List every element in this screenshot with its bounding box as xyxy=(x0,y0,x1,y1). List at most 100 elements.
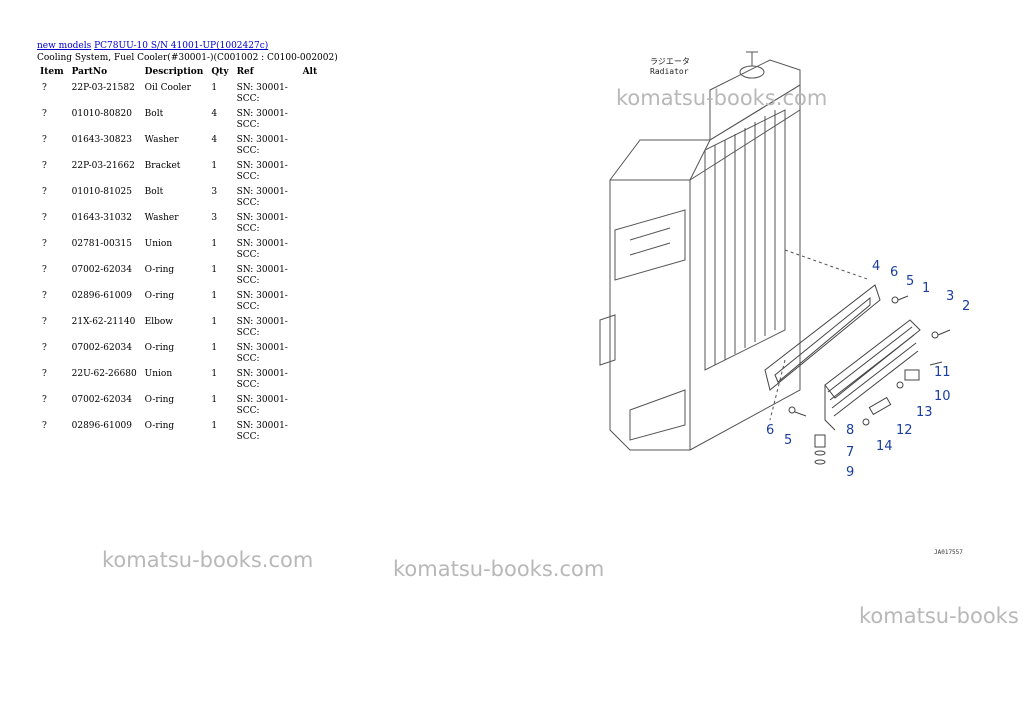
col-description: Description xyxy=(144,67,204,77)
watermark: komatsu-books xyxy=(859,604,1019,628)
table-row: ? 07002-62034 O-ring 1 SN: 30001-SCC: xyxy=(36,343,321,369)
page-header: new models PC78UU-10 S/N 41001-UP(100242… xyxy=(37,40,338,64)
cell-qty: 1 xyxy=(211,343,218,353)
cell-qty: 1 xyxy=(211,291,218,301)
cell-alt xyxy=(299,161,322,187)
cell-item: ? xyxy=(42,317,47,327)
cell-partno: 22P-03-21582 xyxy=(71,83,135,93)
cell-ref: SN: 30001-SCC: xyxy=(236,317,288,338)
cell-description: Elbow xyxy=(144,317,174,327)
callout-12: 12 xyxy=(896,423,913,438)
cell-ref: SN: 30001-SCC: xyxy=(236,161,288,182)
cell-alt xyxy=(299,187,322,213)
col-ref: Ref xyxy=(236,67,254,77)
cell-partno: 02781-00315 xyxy=(71,239,132,249)
callout-6b: 6 xyxy=(766,423,774,438)
cell-description: Bracket xyxy=(144,161,181,171)
cell-description: O-ring xyxy=(144,265,175,275)
model-link[interactable]: PC78UU-10 S/N 41001-UP(1002427c) xyxy=(94,41,269,51)
cell-partno: 07002-62034 xyxy=(71,395,132,405)
cell-ref: SN: 30001-SCC: xyxy=(236,83,288,104)
watermark: komatsu-books.com xyxy=(102,548,314,572)
cell-alt xyxy=(299,83,322,109)
callout-14: 14 xyxy=(876,439,893,454)
cell-ref: SN: 30001-SCC: xyxy=(236,187,288,208)
cell-item: ? xyxy=(42,395,47,405)
callout-5: 5 xyxy=(906,274,914,289)
cell-description: Union xyxy=(144,239,173,249)
callout-11: 11 xyxy=(934,365,951,380)
cell-partno: 21X-62-21140 xyxy=(71,317,136,327)
cell-partno: 07002-62034 xyxy=(71,265,132,275)
callout-7: 7 xyxy=(846,445,854,460)
callout-5b: 5 xyxy=(784,433,792,448)
cell-description: Bolt xyxy=(144,187,164,197)
cell-qty: 1 xyxy=(211,239,218,249)
cell-partno: 02896-61009 xyxy=(71,421,132,431)
cell-alt xyxy=(299,213,322,239)
radiator-label-en: Radiator xyxy=(650,67,689,76)
cell-qty: 4 xyxy=(211,109,218,119)
callout-2: 2 xyxy=(962,299,970,314)
table-row: ? 02781-00315 Union 1 SN: 30001-SCC: xyxy=(36,239,321,265)
cell-alt xyxy=(299,135,322,161)
cell-qty: 4 xyxy=(211,135,218,145)
cell-alt xyxy=(299,317,322,343)
cell-item: ? xyxy=(42,213,47,223)
cell-partno: 01643-30823 xyxy=(71,135,132,145)
cell-ref: SN: 30001-SCC: xyxy=(236,213,288,234)
cell-alt xyxy=(299,239,322,265)
cell-partno: 22U-62-26680 xyxy=(71,369,137,379)
watermark: komatsu-books.com xyxy=(616,86,828,110)
cell-ref: SN: 30001-SCC: xyxy=(236,135,288,156)
cell-alt xyxy=(299,421,322,447)
cell-ref: SN: 30001-SCC: xyxy=(236,343,288,364)
table-header-row: Item PartNo Description Qty Ref Alt xyxy=(36,65,321,83)
cell-qty: 1 xyxy=(211,265,218,275)
callout-3: 3 xyxy=(946,289,954,304)
cell-item: ? xyxy=(42,291,47,301)
callout-9: 9 xyxy=(846,465,854,480)
radiator-label-jp: ラジエータ xyxy=(650,57,690,66)
cell-item: ? xyxy=(42,343,47,353)
cell-qty: 1 xyxy=(211,161,218,171)
cell-qty: 1 xyxy=(211,369,218,379)
cell-description: Union xyxy=(144,369,173,379)
parts-table: Item PartNo Description Qty Ref Alt ? 22P… xyxy=(36,65,321,447)
cell-qty: 3 xyxy=(211,187,218,197)
cell-description: O-ring xyxy=(144,421,175,431)
parts-diagram: ラジエータ Radiator 4 6 5 1 3 2 11 10 13 12 1… xyxy=(599,51,970,556)
cell-partno: 07002-62034 xyxy=(71,343,132,353)
col-partno: PartNo xyxy=(71,67,108,77)
new-models-link[interactable]: new models xyxy=(37,41,92,51)
drawing-code: JA017557 xyxy=(934,549,963,556)
callout-6: 6 xyxy=(890,265,898,280)
cell-ref: SN: 30001-SCC: xyxy=(236,239,288,260)
cell-description: O-ring xyxy=(144,343,175,353)
cell-item: ? xyxy=(42,421,47,431)
cell-alt xyxy=(299,109,322,135)
cell-partno: 01643-31032 xyxy=(71,213,132,223)
cell-qty: 1 xyxy=(211,83,218,93)
callout-8: 8 xyxy=(846,423,854,438)
cooler-assembly xyxy=(764,284,951,465)
cell-alt xyxy=(299,343,322,369)
radiator-drawing xyxy=(599,51,871,451)
cell-partno: 01010-80820 xyxy=(71,109,132,119)
cell-description: Oil Cooler xyxy=(144,83,191,93)
cell-description: Bolt xyxy=(144,109,164,119)
col-qty: Qty xyxy=(211,67,229,77)
cell-ref: SN: 30001-SCC: xyxy=(236,291,288,312)
cell-item: ? xyxy=(42,161,47,171)
cell-item: ? xyxy=(42,239,47,249)
